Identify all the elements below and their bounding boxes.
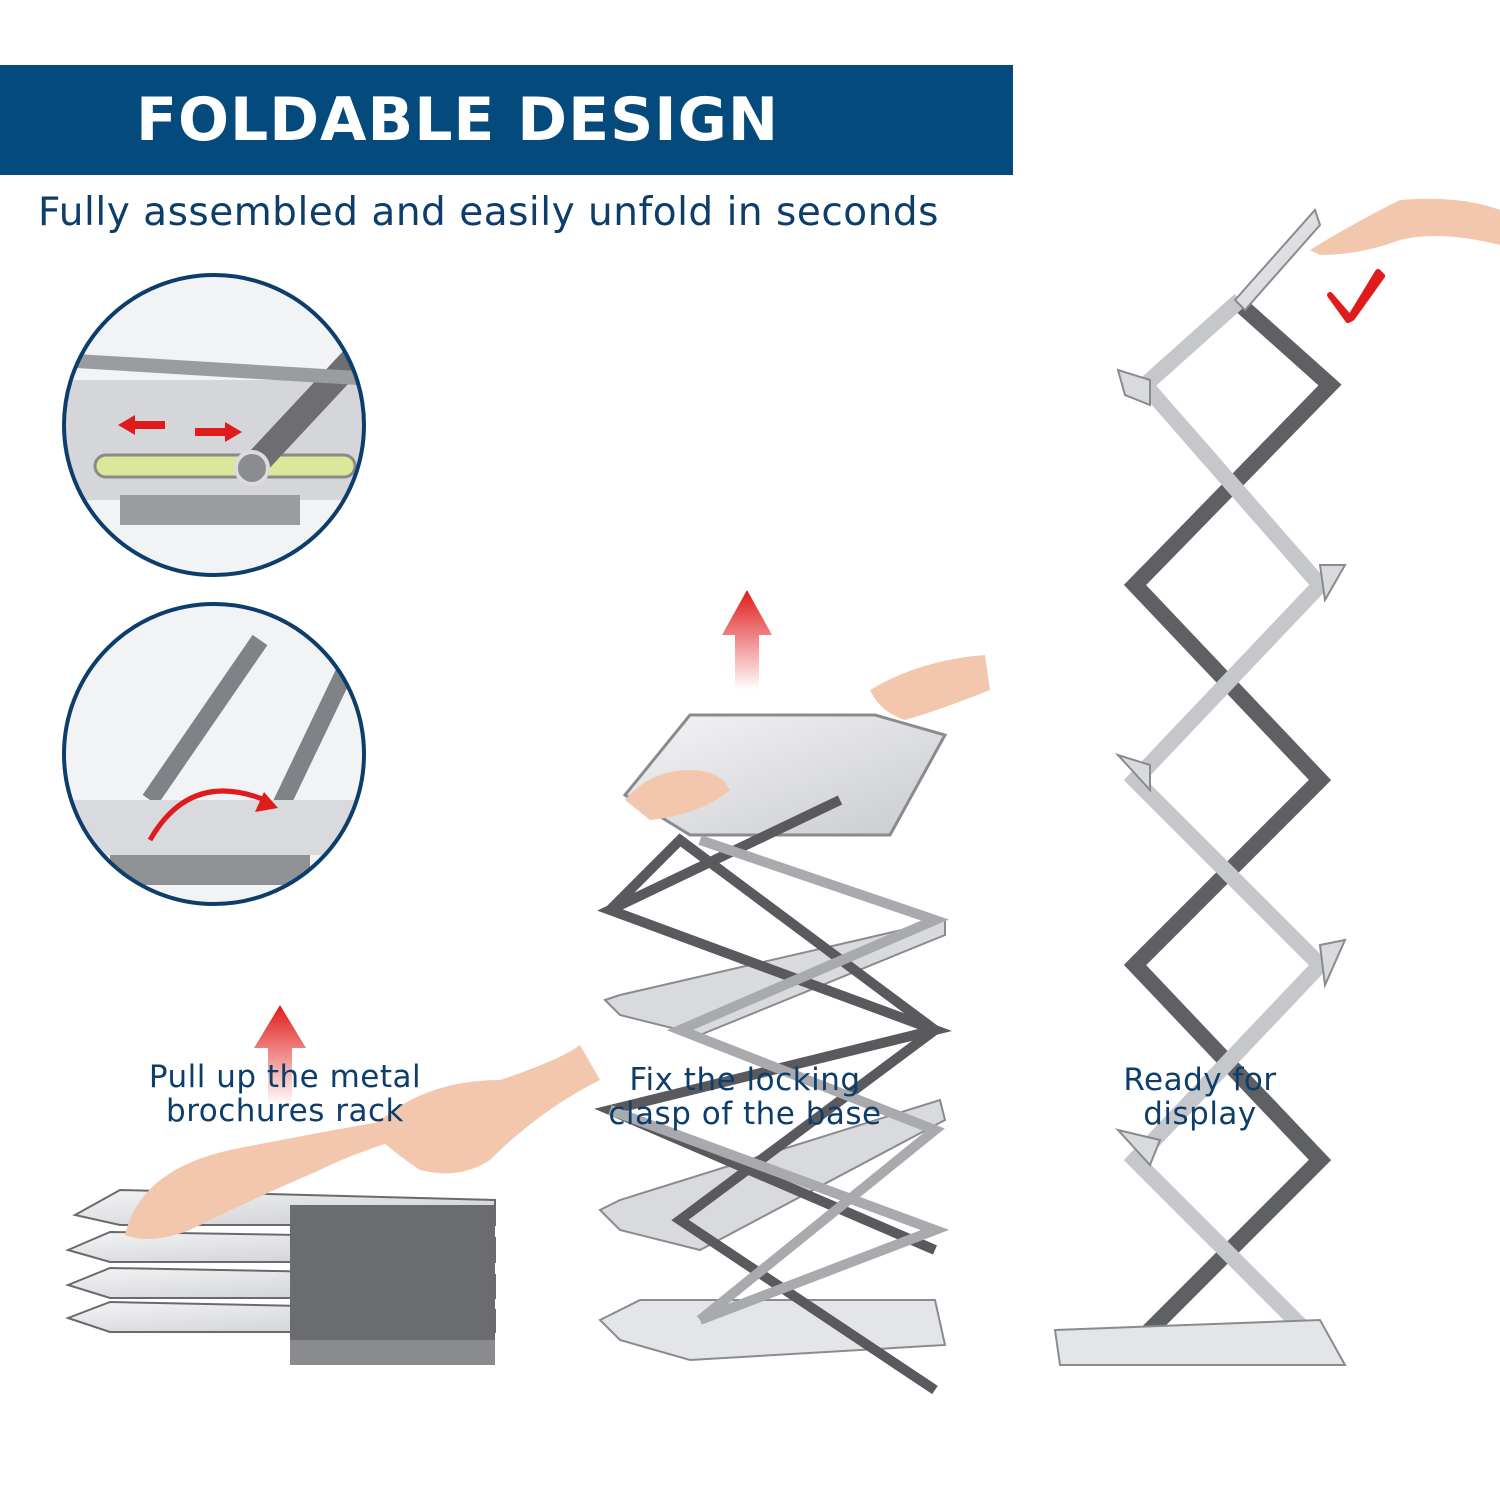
double-arrow-icon xyxy=(118,415,242,442)
step-1-line-2: brochures rack xyxy=(166,1093,404,1129)
step-3-line-1: Ready for xyxy=(1123,1062,1277,1098)
step-2-line-2: clasp of the base xyxy=(608,1096,882,1132)
page-subtitle: Fully assembled and easily unfold in sec… xyxy=(38,190,939,235)
page-title: FOLDABLE DESIGN xyxy=(136,85,780,155)
detail-circle-slider xyxy=(62,273,366,577)
step-3-line-2: display xyxy=(1143,1096,1257,1132)
half-open-rack xyxy=(594,655,990,1395)
curved-arrow-icon xyxy=(147,788,278,842)
up-arrow-icon xyxy=(254,1005,306,1105)
step-2-caption: Fix the locking clasp of the base xyxy=(570,1063,920,1131)
step-1-caption: Pull up the metal brochures rack xyxy=(110,1060,460,1128)
folded-rack xyxy=(65,1045,600,1365)
check-mark-icon xyxy=(1327,269,1385,323)
step-2-line-1: Fix the locking xyxy=(629,1062,861,1098)
step-1-line-1: Pull up the metal xyxy=(148,1059,422,1095)
detail-circle-clasp xyxy=(62,602,366,906)
header-banner: FOLDABLE DESIGN xyxy=(0,65,1013,175)
open-rack xyxy=(1053,198,1500,1366)
step-3-caption: Ready for display xyxy=(1060,1063,1340,1131)
up-arrow-icon xyxy=(722,590,772,690)
